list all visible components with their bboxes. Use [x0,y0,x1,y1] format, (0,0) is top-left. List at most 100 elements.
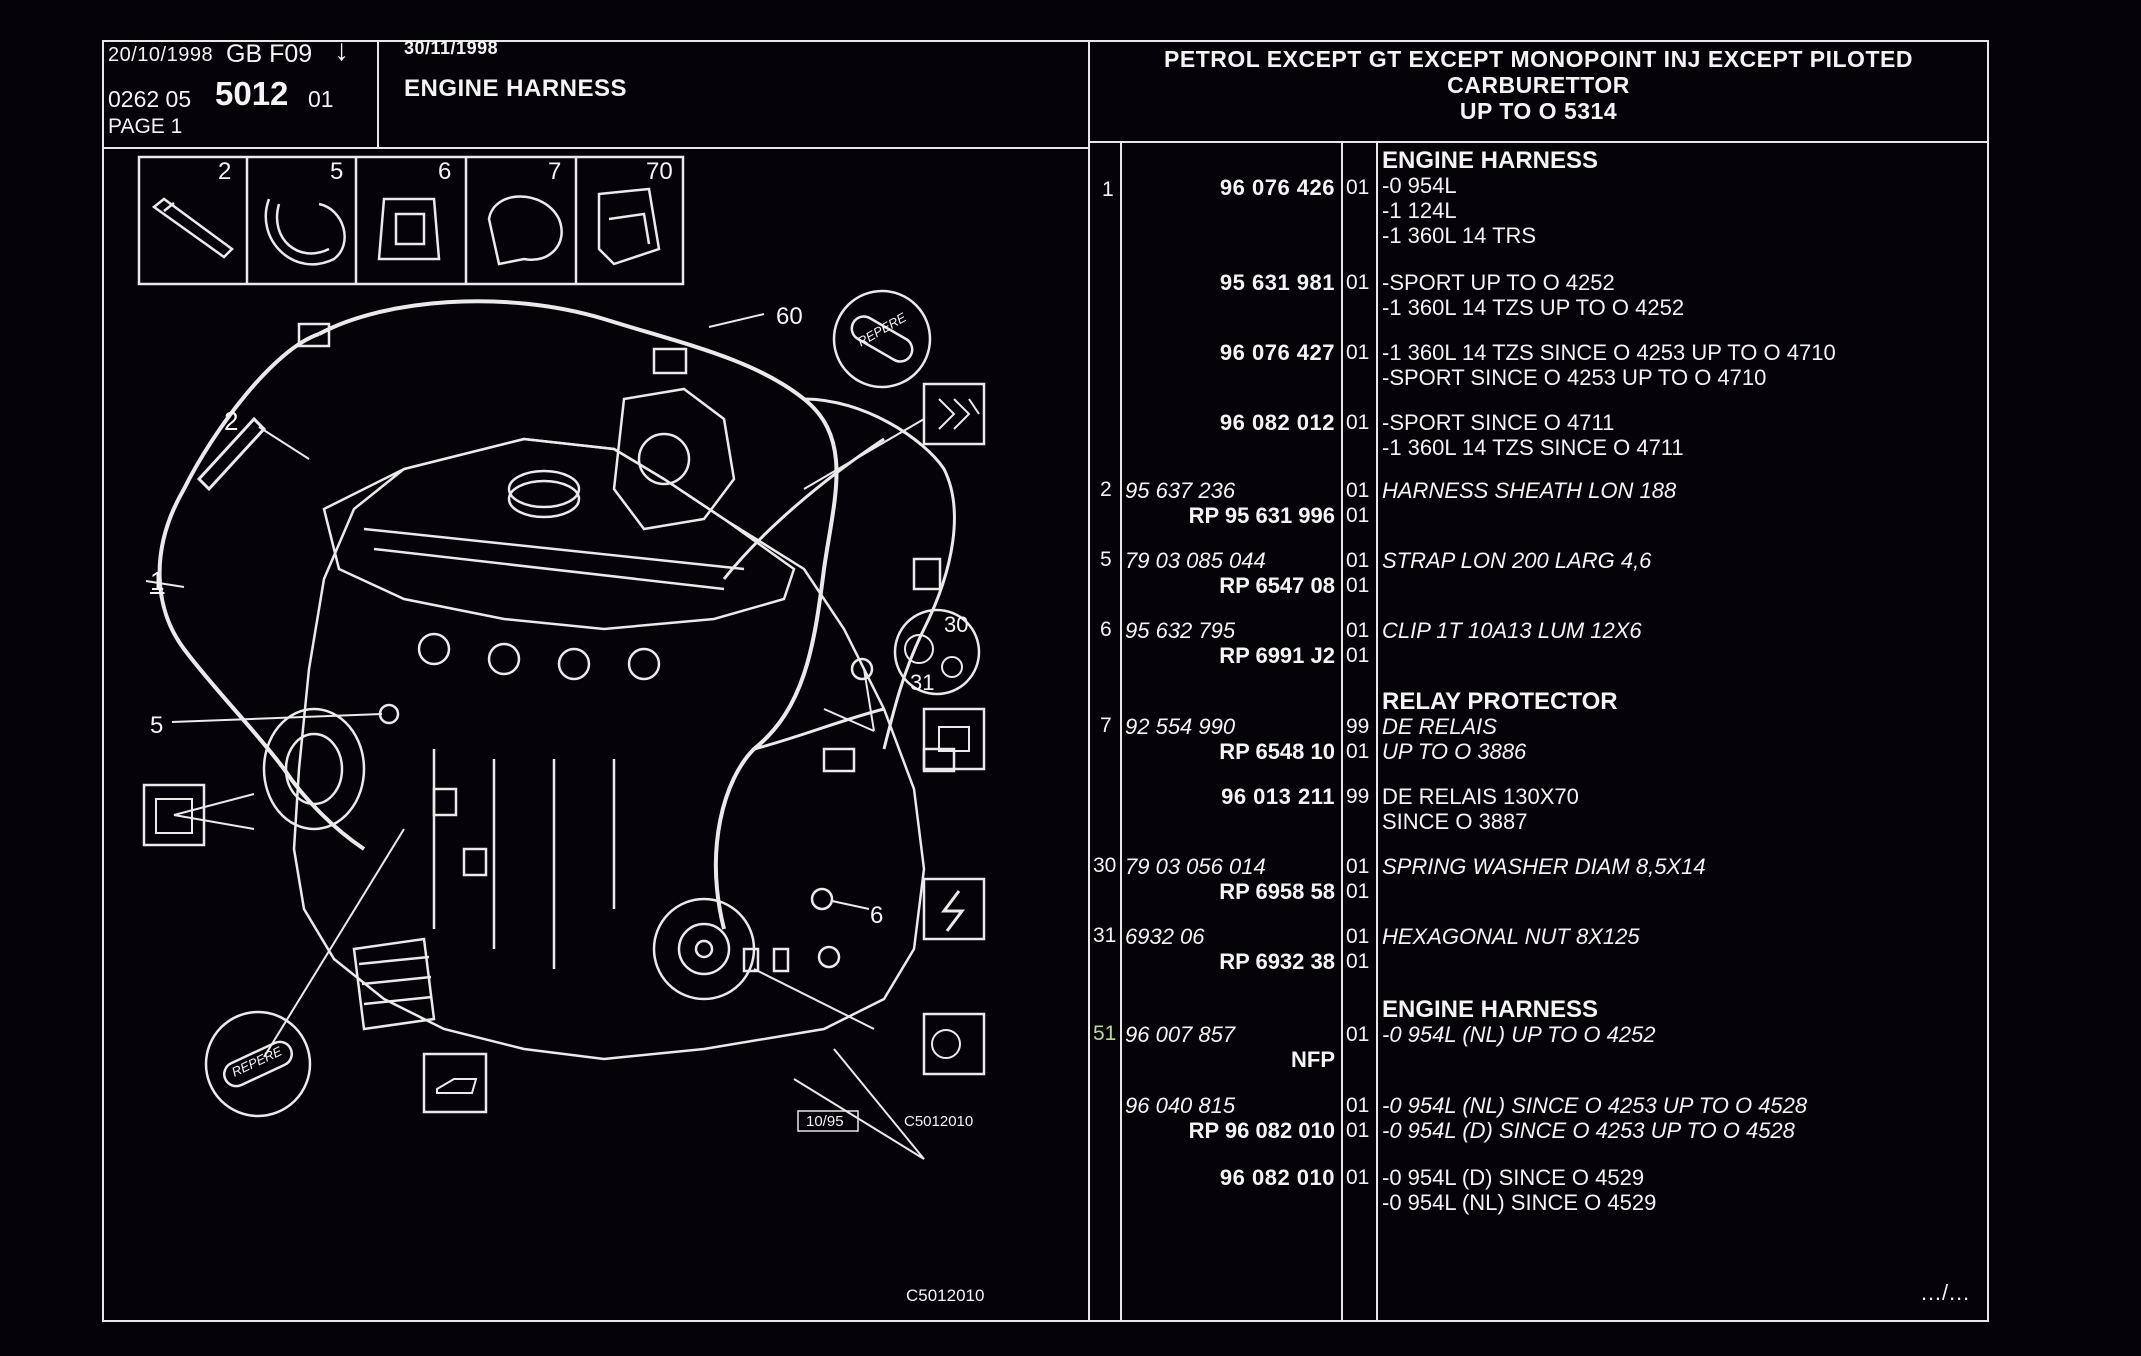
callout-31: 31 [910,670,935,695]
connector-top [652,347,688,375]
col-line-cond [1376,142,1378,1321]
part-number: 79 03 085 044 RP 6547 08 [1125,548,1335,598]
icon-label-70: 70 [646,158,673,185]
description: STRAP LON 200 LARG 4,6 [1382,548,1652,573]
part-number: 96 076 426 [1219,175,1335,200]
cond-code: 01 [1346,341,1370,364]
item-number: 31 [1093,924,1117,947]
cond-code: 99 01 [1346,715,1370,763]
description: ENGINE HARNESS -0 954L (NL) UP TO O 4252 [1382,996,1656,1047]
frame-left [102,40,104,1322]
header-code-main: 5012 [215,75,289,112]
cond-code: 01 [1346,1023,1370,1046]
description: ENGINE HARNESS -0 954L -1 124L -1 360L 1… [1382,147,1599,248]
cond-code: 01 01 [1346,549,1370,597]
header-page: PAGE 1 [108,115,183,138]
application-line2: CARBURETTOR [1447,72,1630,98]
application-line3: UP TO O 5314 [1459,98,1618,124]
icon-label-5: 5 [330,158,344,185]
description: SPRING WASHER DIAM 8,5X14 [1382,854,1706,879]
part-number: 6932 06 RP 6932 38 [1125,924,1335,974]
callout-60: 60 [776,303,803,330]
oil-pressure-symbol [422,1052,488,1114]
col-line-part [1341,142,1343,1321]
part-number: 96 082 010 [1219,1165,1335,1190]
cond-code: 01 01 [1346,479,1370,527]
description: DE RELAIS 130X70 SINCE O 3887 [1382,784,1579,834]
callout-2: 2 [224,406,239,436]
part-number: 96 007 857 NFP [1125,1022,1335,1072]
crank-pulley [652,897,756,1001]
header-code-prefix: 0262 05 [108,86,192,112]
item-number: 1 [1102,178,1114,201]
cond-code: 01 [1346,271,1370,294]
connector-cover-icon [597,187,661,266]
part-number: 96 082 012 [1219,410,1335,435]
description: -0 954L (NL) SINCE O 4253 UP TO O 4528 -… [1382,1093,1808,1143]
frame-top [102,40,1989,42]
ref-code: C5012010 [904,1113,974,1130]
ref-box-text: 10/95 [806,1113,844,1130]
callout-5: 5 [150,712,164,739]
part-number: 96 013 211 [1221,784,1335,809]
strap-marker [378,703,400,725]
item-number: 51 [1093,1022,1117,1045]
part-number: 96 040 815 RP 96 082 010 [1125,1093,1335,1143]
header-divider-left [102,147,1090,149]
ref-box [797,1110,859,1132]
part-number: 92 554 990 RP 6548 10 [1125,714,1335,764]
connector-top-left [297,322,331,348]
cond-code: 01 [1346,176,1370,199]
part-number: 95 631 981 [1219,270,1335,295]
oil-filler-cap [507,469,581,509]
connector-right [912,557,942,591]
relay-symbol [142,783,206,847]
header-code-suffix: 01 [308,86,334,112]
icon-label-7: 7 [548,158,562,185]
item-number: 7 [1100,714,1112,737]
ignition-symbol [922,877,986,941]
header-lang-code: GB F09 [226,40,313,68]
part-number: 96 076 427 [1219,340,1335,365]
item-number: 6 [1100,618,1112,641]
main-vdivider [1088,40,1090,1322]
continue-marker: …/… [1920,1280,1971,1305]
part-number: 95 637 236 RP 95 631 996 [1125,478,1335,528]
callout-6: 6 [870,902,884,929]
description: RELAY PROTECTOR DE RELAIS UP TO O 3886 [1382,688,1618,764]
item-number: 30 [1093,854,1117,877]
part-number: 79 03 056 014 RP 6958 58 [1125,854,1335,904]
description: -SPORT SINCE O 4711 -1 360L 14 TZS SINCE… [1382,410,1684,460]
description: -1 360L 14 TZS SINCE O 4253 UP TO O 4710… [1382,340,1836,390]
cond-code: 01 01 [1346,855,1370,903]
cond-code: 01 [1346,1166,1370,1189]
cond-code: 01 [1346,411,1370,434]
description: -0 954L (D) SINCE O 4529 -0 954L (NL) SI… [1382,1165,1657,1215]
heat-shield-symbol [922,382,986,446]
item-number: 2 [1100,478,1112,501]
frame-right [1987,40,1989,1322]
clip-icon [377,197,441,261]
repere-tag-top [832,289,932,389]
header-title: ENGINE HARNESS [404,75,628,102]
valve-cover [322,437,796,631]
alternator-warning-symbol [922,1012,986,1076]
description: HARNESS SHEATH LON 188 [1382,478,1677,503]
application-text: PETROL EXCEPT GT EXCEPT MONOPOINT INJ EX… [1090,46,1987,124]
col-line-item [1120,142,1122,1321]
cond-code: 99 [1346,785,1370,808]
washer-nut-detail [893,608,981,696]
icon-strip-frame [137,155,685,286]
callout-1: 1 [150,566,165,596]
part-number: 95 632 795 RP 6991 J2 [1125,618,1335,668]
header-vdivider [377,40,379,148]
relay-protector-icon [487,195,563,266]
footer-code: C5012010 [906,1286,985,1305]
icon-label-2: 2 [218,158,232,185]
clip-marker [810,887,834,911]
header-date1: 20/10/1998 [108,44,214,66]
strap-icon [264,198,346,266]
alternator [262,707,366,831]
item-number: 5 [1100,548,1112,571]
carburettor [612,387,736,531]
